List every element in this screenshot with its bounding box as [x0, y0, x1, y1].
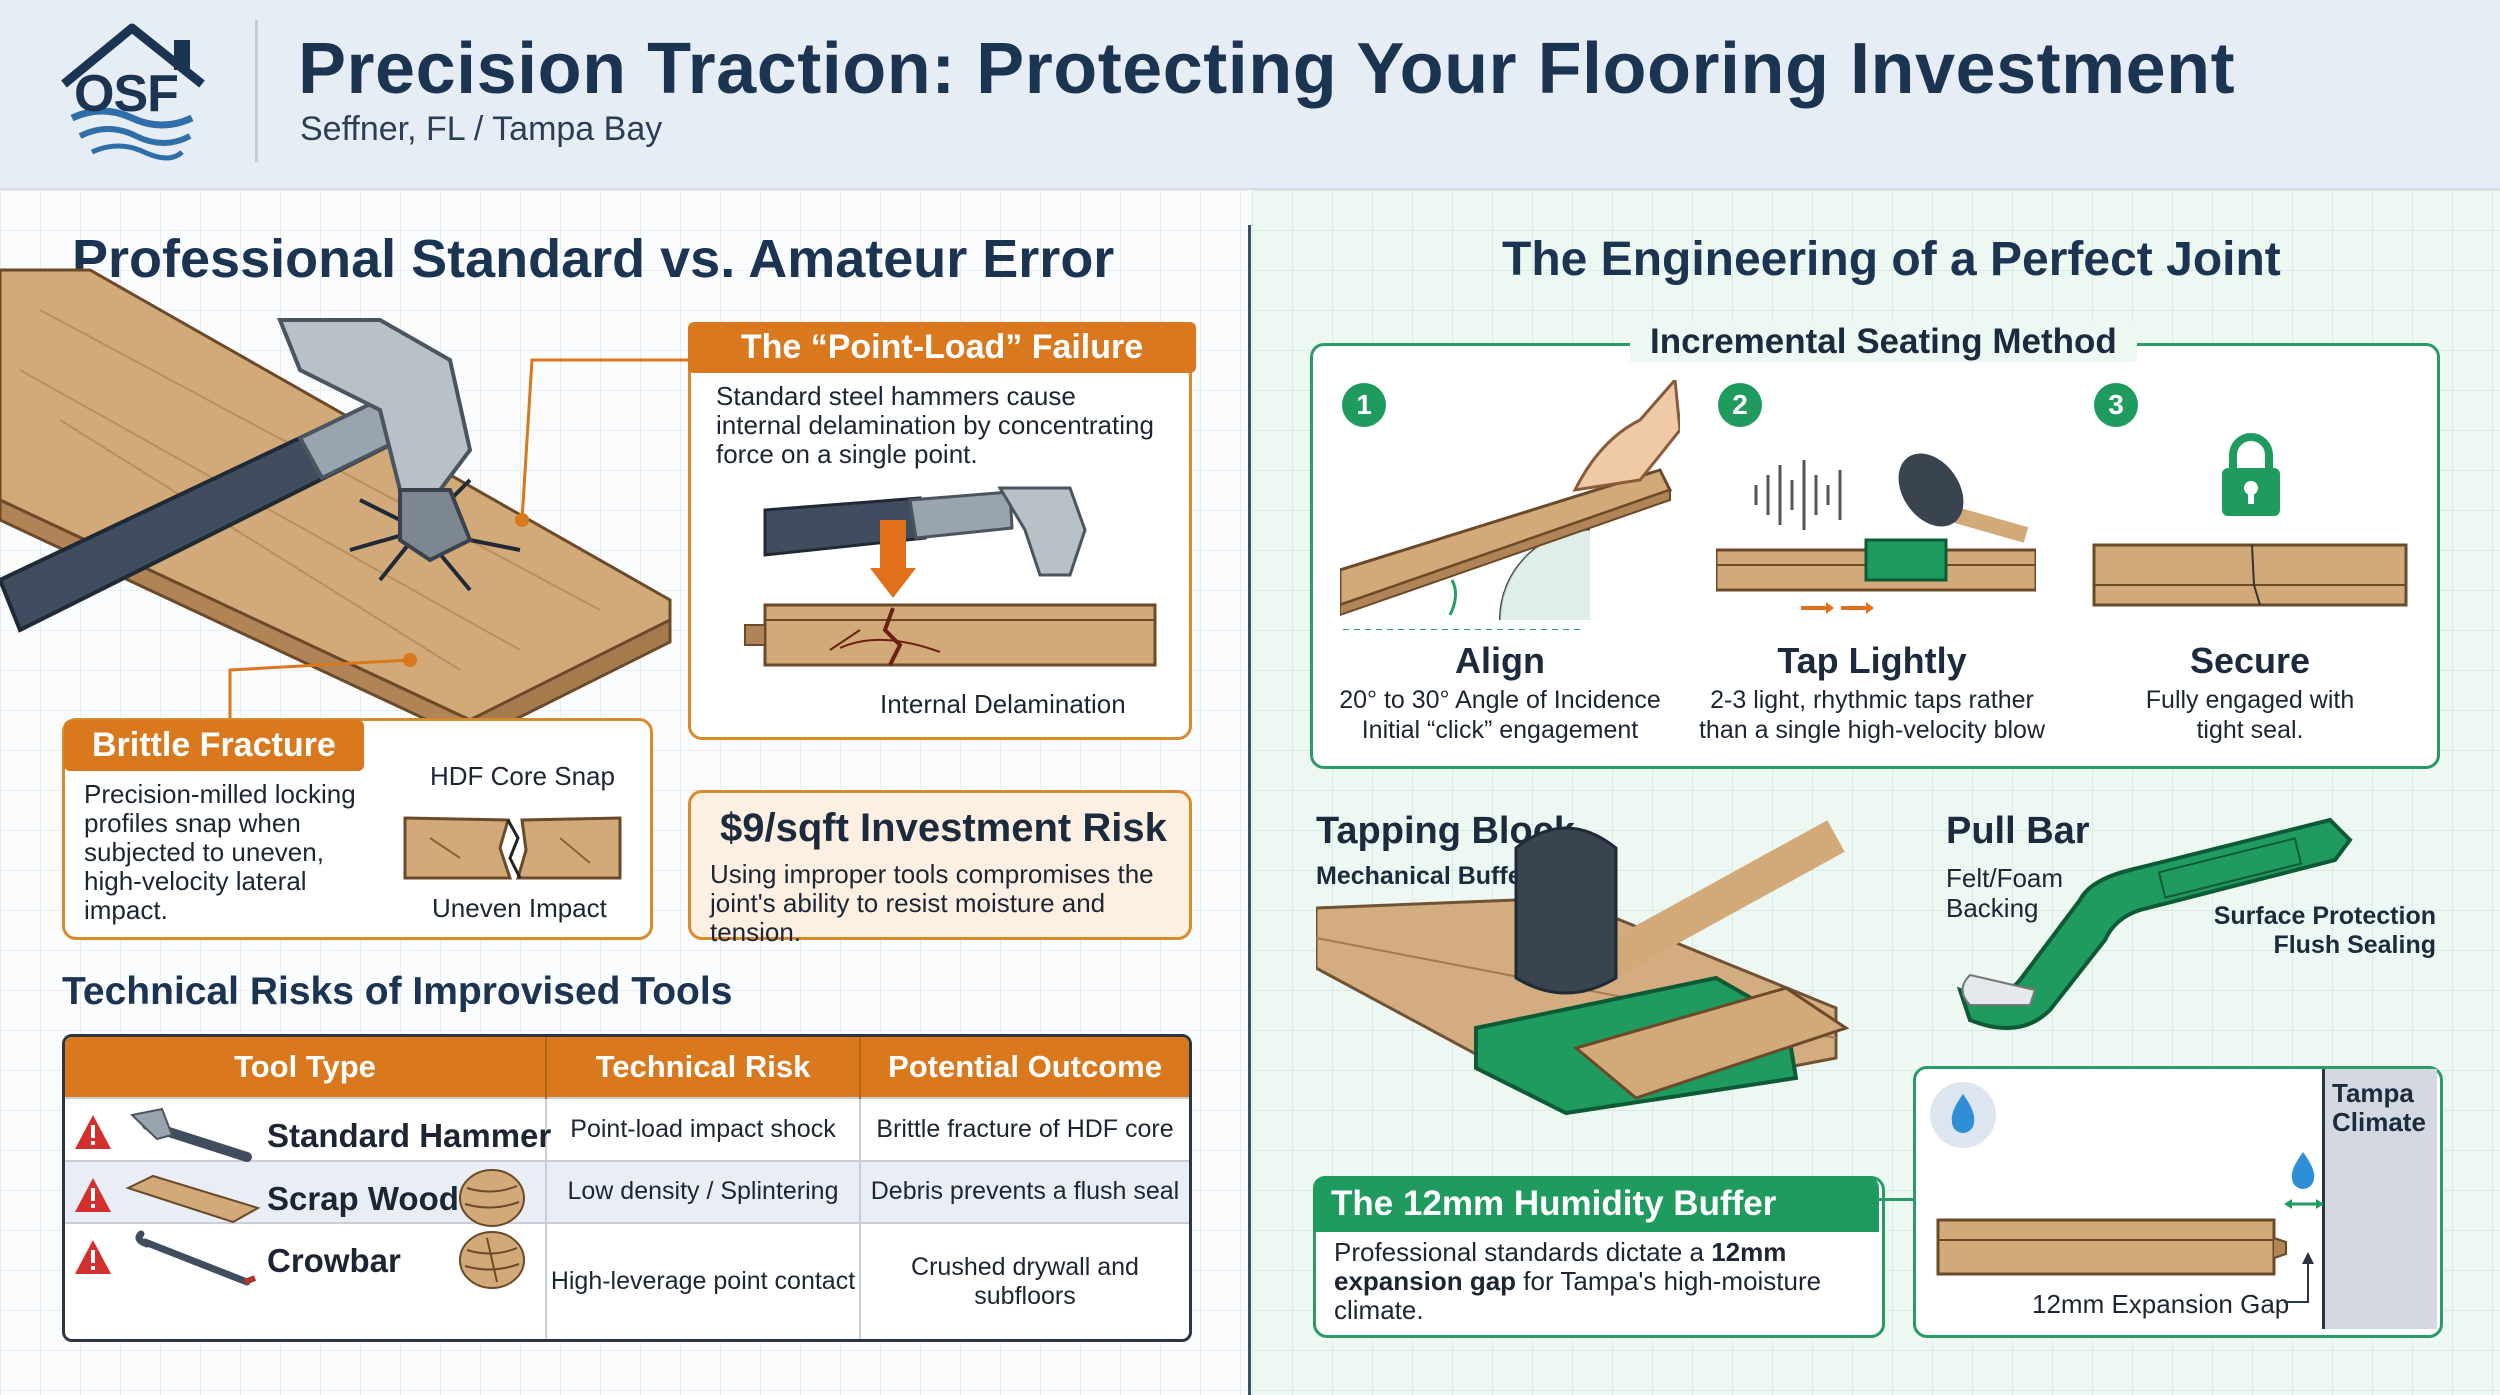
risk-cell: Low density / Splintering: [546, 1159, 861, 1224]
step-number-3: 3: [2094, 383, 2138, 427]
table-row: Crowbar High-leverage point contact Crus…: [65, 1222, 1189, 1339]
warning-icon: [73, 1238, 113, 1283]
left-heading: Professional Standard vs. Amateur Error: [72, 229, 1115, 289]
tool-name: Standard Hammer: [267, 1117, 552, 1154]
panel-divider: [1248, 225, 1251, 1395]
step-desc-tap-line2: than a single high-velocity blow: [1698, 716, 2046, 744]
col-header-tool-type: Tool Type: [65, 1037, 547, 1098]
secured-planks-illustration: [2092, 540, 2408, 630]
hdf-core-snap-label: HDF Core Snap: [430, 761, 615, 791]
step-desc-align-line2: Initial “click” engagement: [1361, 716, 1639, 744]
investment-risk-card: [688, 790, 1192, 940]
snapped-board-illustration: [400, 808, 625, 888]
step-desc-align-line1: 20° to 30° Angle of Incidence: [1339, 686, 1661, 714]
humidity-text-pre: Professional standards dictate a: [1334, 1237, 1712, 1267]
crowbar-icon: [127, 1230, 257, 1297]
expansion-gap-label: 12mm Expansion Gap: [2032, 1289, 2290, 1319]
wood-end-grain-icon: [457, 1166, 527, 1237]
investment-risk-text: Using improper tools compromises the joi…: [710, 859, 1154, 947]
gap-pointer-arrow: [2280, 1250, 2320, 1315]
humidity-connector: [1879, 1198, 1915, 1201]
humidity-buffer-text: Professional standards dictate a 12mm ex…: [1334, 1238, 1854, 1325]
humidity-buffer-title: The 12mm Humidity Buffer: [1313, 1176, 1879, 1232]
point-load-text: Standard steel hammers cause internal de…: [716, 381, 1154, 469]
outcome-cell: Crushed drywall and subfloors: [860, 1222, 1189, 1339]
header-divider: [255, 20, 258, 162]
uneven-impact-label: Uneven Impact: [432, 893, 607, 923]
warning-icon: [73, 1176, 113, 1221]
step-title-tap-lightly: Tap Lightly: [1777, 640, 1967, 681]
brittle-fracture-text: Precision-milled locking profiles snap w…: [84, 779, 356, 925]
table-row: Standard Hammer Point-load impact shock …: [65, 1097, 1189, 1162]
step-number-2: 2: [1718, 383, 1762, 427]
col-header-technical-risk: Technical Risk: [546, 1037, 861, 1098]
humidity-text-post: for Tampa's high-moisture climate.: [1334, 1266, 1822, 1325]
expansion-gap-arrows: [2284, 1196, 2324, 1217]
humidity-text-bold: 12mm expansion gap: [1334, 1237, 1787, 1296]
tapping-block-illustration: [1314, 808, 1876, 1118]
connector-lines: [210, 330, 710, 750]
risk-cell: Point-load impact shock: [546, 1097, 861, 1161]
risk-cell: High-leverage point contact: [546, 1222, 861, 1339]
climate-label-line2: Climate: [2332, 1107, 2426, 1137]
water-drop-small-icon: [2288, 1150, 2318, 1195]
page-title: Precision Traction: Protecting Your Floo…: [298, 29, 2236, 109]
step-desc-secure-line2: tight seal.: [2196, 716, 2304, 744]
step-desc-secure-line1: Fully engaged with: [2145, 686, 2355, 714]
step-number-1: 1: [1342, 383, 1386, 427]
step-desc-tap-line1: 2-3 light, rhythmic taps rather: [1710, 686, 2034, 714]
warning-icon: [73, 1113, 113, 1158]
step-title-align: Align: [1455, 640, 1545, 681]
pull-bar-title: Pull Bar: [1946, 810, 2090, 852]
risks-table: Tool Type Technical Risk Potential Outco…: [62, 1034, 1192, 1342]
brittle-fracture-title: Brittle Fracture: [64, 720, 364, 771]
lock-icon: [2218, 430, 2284, 525]
pull-bar-illustration: [1940, 800, 2360, 1030]
outcome-cell: Debris prevents a flush seal: [860, 1159, 1189, 1224]
hammer-plank-illustration: [0, 250, 690, 745]
pull-bar-felt-line2: Backing: [1946, 893, 2039, 923]
tool-name: Scrap Wood: [267, 1179, 459, 1217]
step-title-secure: Secure: [2189, 640, 2311, 681]
floor-plank-illustration: [1936, 1218, 2288, 1278]
right-heading: The Engineering of a Perfect Joint: [1502, 233, 2281, 286]
risks-heading: Technical Risks of Improvised Tools: [62, 970, 733, 1013]
tool-name: Crowbar: [267, 1242, 401, 1280]
scrap-wood-icon: [123, 1168, 263, 1235]
damaged-wood-icon: [457, 1228, 527, 1299]
logo-text: OSF: [74, 65, 179, 123]
point-load-illustration: [740, 480, 1160, 690]
incremental-seating-title: Incremental Seating Method: [1630, 322, 2137, 362]
hammer-icon: [127, 1105, 257, 1172]
pull-bar-felt-line1: Felt/Foam: [1946, 863, 2064, 893]
climate-label-line1: Tampa: [2332, 1078, 2414, 1108]
header-bar: [0, 0, 2500, 190]
table-row: Scrap Wood Low density / Splintering Deb…: [65, 1159, 1189, 1227]
page-subtitle: Seffner, FL / Tampa Bay: [300, 110, 663, 148]
tapping-block-subtitle: Mechanical Buffer: [1316, 862, 1532, 890]
company-logo: OSF: [52, 18, 222, 168]
water-drop-icon: [1928, 1080, 1998, 1155]
align-illustration: [1338, 376, 1682, 631]
point-load-title: The “Point-Load” Failure: [688, 322, 1196, 373]
point-load-caption: Internal Delamination: [880, 689, 1126, 719]
tampa-climate-zone: [2322, 1069, 2437, 1329]
col-header-potential-outcome: Potential Outcome: [860, 1037, 1189, 1098]
outcome-cell: Brittle fracture of HDF core: [860, 1097, 1189, 1161]
tap-lightly-illustration: [1714, 430, 2038, 630]
investment-risk-title: $9/sqft Investment Risk: [720, 806, 1167, 850]
pull-bar-note-line2: Flush Sealing: [2273, 931, 2436, 959]
pull-bar-note-line1: Surface Protection: [2213, 902, 2436, 930]
